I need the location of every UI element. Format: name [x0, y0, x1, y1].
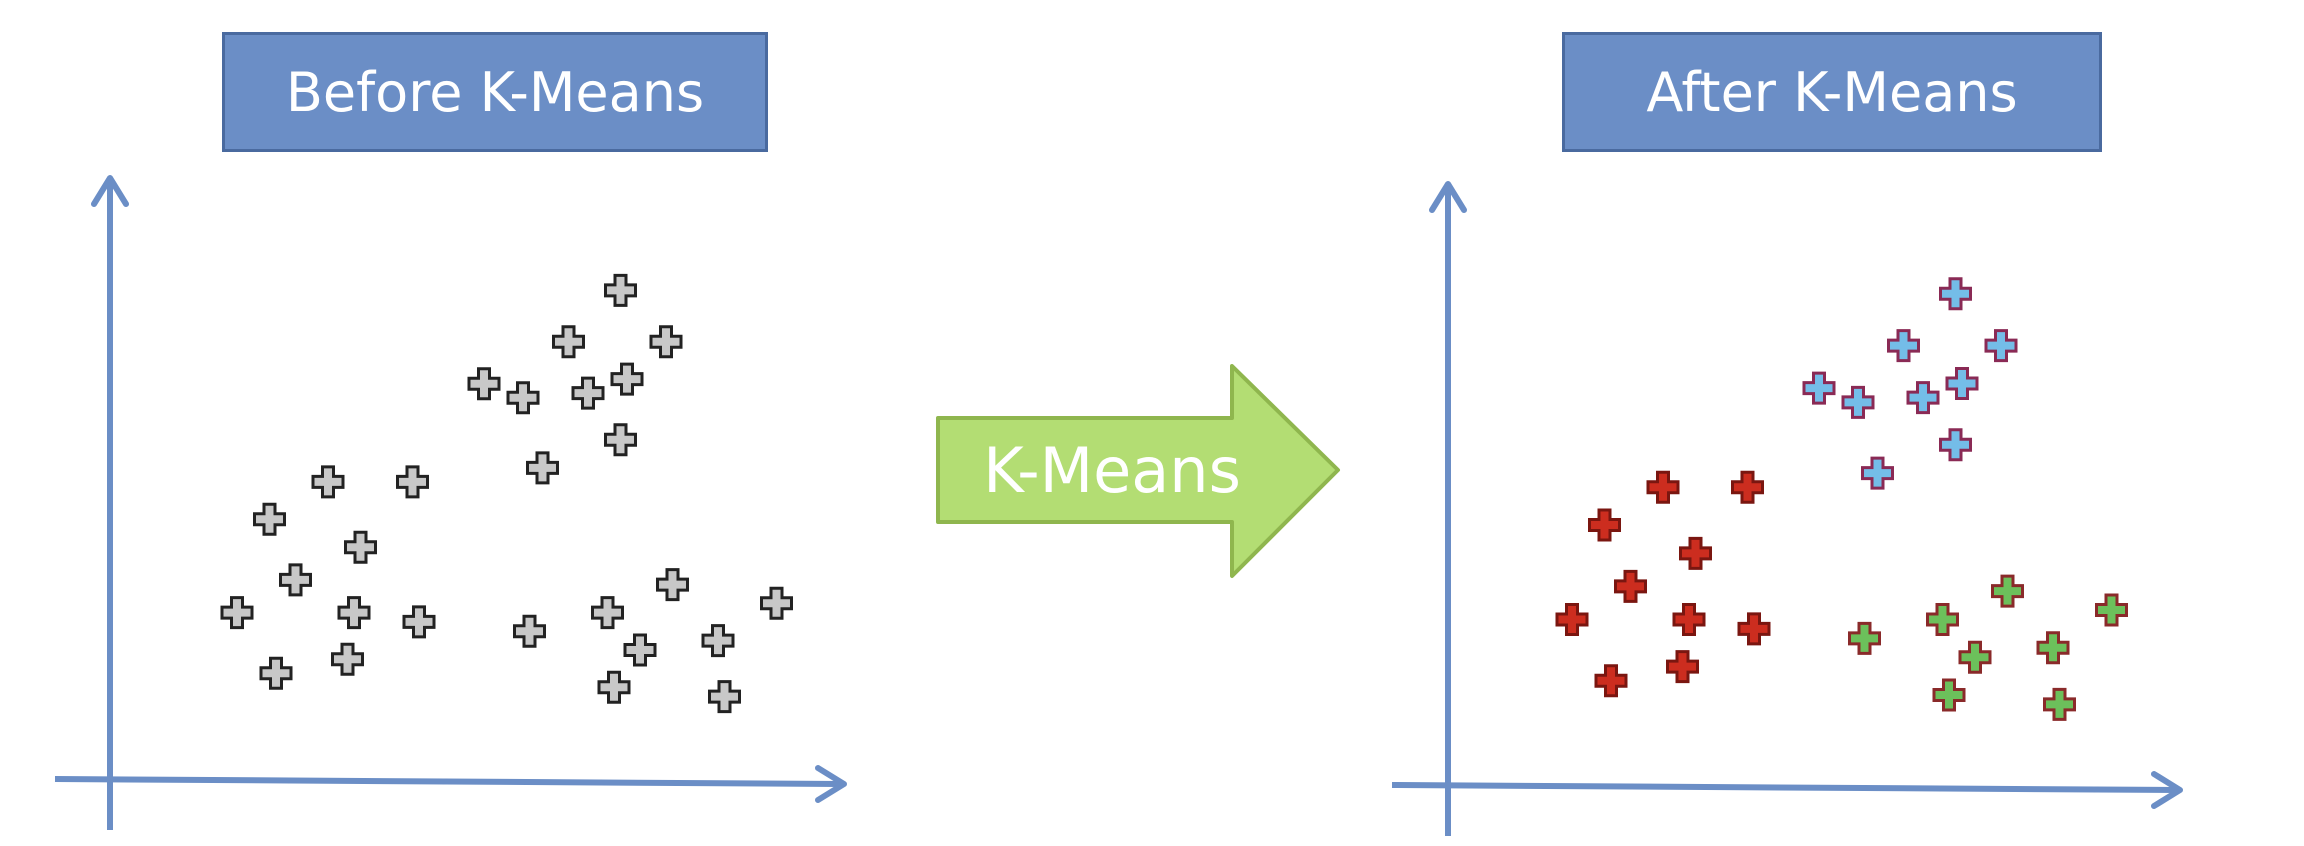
after-point-red-3 [1679, 536, 1712, 570]
before-point-none-0 [604, 273, 637, 307]
before-point-none-2 [649, 325, 683, 359]
after-point-blue-7 [1939, 428, 1972, 462]
after-point-blue-0 [1939, 277, 1972, 311]
before-point-none-1 [552, 325, 585, 359]
after-y-axis-arrowhead [1429, 181, 1467, 213]
before-y-axis-arrowhead [91, 175, 129, 207]
kmeans-arrow: K-Means [936, 364, 1340, 578]
after-point-blue-8 [1861, 456, 1894, 490]
before-point-none-23 [701, 624, 735, 658]
before-point-none-21 [656, 568, 689, 602]
after-axes [1391, 181, 2183, 836]
before-axes [54, 175, 847, 830]
before-point-none-13 [279, 563, 312, 597]
before-x-axis-arrowhead [815, 765, 847, 803]
before-point-none-6 [610, 362, 644, 396]
before-point-none-11 [253, 502, 286, 536]
after-point-green-4 [2036, 631, 2070, 665]
after-x-axis-arrowhead [2151, 771, 2183, 809]
after-point-green-0 [1848, 621, 1881, 655]
after-point-blue-3 [1802, 371, 1836, 405]
before-point-none-3 [467, 367, 501, 401]
before-point-none-20 [591, 596, 624, 630]
before-point-none-12 [344, 530, 377, 564]
before-point-none-18 [331, 642, 364, 676]
after-point-blue-1 [1887, 329, 1920, 363]
before-point-none-15 [337, 596, 371, 630]
after-point-green-7 [2043, 687, 2076, 721]
before-point-none-10 [396, 465, 429, 499]
after-point-green-6 [1932, 678, 1966, 712]
kmeans-arrow-label: K-Means [983, 434, 1241, 507]
before-scatter-points [220, 273, 793, 714]
after-point-green-1 [1926, 602, 1959, 636]
after-point-green-3 [1958, 640, 1992, 674]
after-point-blue-5 [1906, 381, 1940, 415]
after-x-axis-line [1391, 782, 2177, 793]
after-point-blue-6 [1945, 366, 1979, 400]
before-point-none-22 [623, 633, 657, 667]
before-point-none-7 [604, 423, 637, 457]
after-point-red-4 [1614, 569, 1647, 603]
before-point-none-17 [259, 656, 293, 690]
before-point-none-4 [506, 381, 540, 415]
after-point-red-2 [1588, 508, 1621, 542]
before-point-none-19 [513, 614, 546, 648]
after-point-red-8 [1594, 664, 1628, 698]
after-scatter-points [1555, 277, 2128, 721]
after-point-blue-4 [1841, 385, 1875, 419]
after-point-red-7 [1737, 612, 1771, 646]
before-point-none-16 [402, 605, 436, 639]
after-point-blue-2 [1984, 329, 2018, 363]
before-point-none-8 [526, 451, 559, 485]
after-point-red-1 [1731, 470, 1764, 504]
before-title: Before K-Means [222, 32, 768, 152]
before-x-axis [54, 776, 841, 787]
before-point-none-5 [571, 376, 605, 410]
before-point-none-25 [597, 670, 631, 704]
after-point-red-6 [1672, 602, 1706, 636]
after-point-red-0 [1646, 470, 1680, 504]
before-point-none-26 [708, 680, 741, 714]
after-point-green-5 [2095, 593, 2128, 627]
before-point-none-14 [220, 596, 254, 630]
after-title: After K-Means [1562, 32, 2102, 152]
kmeans-arrow-shape [936, 364, 1340, 578]
after-point-red-5 [1555, 602, 1589, 636]
after-point-green-2 [1991, 574, 2024, 608]
before-point-none-9 [311, 465, 345, 499]
after-point-red-9 [1666, 650, 1699, 684]
before-point-none-24 [760, 586, 793, 620]
